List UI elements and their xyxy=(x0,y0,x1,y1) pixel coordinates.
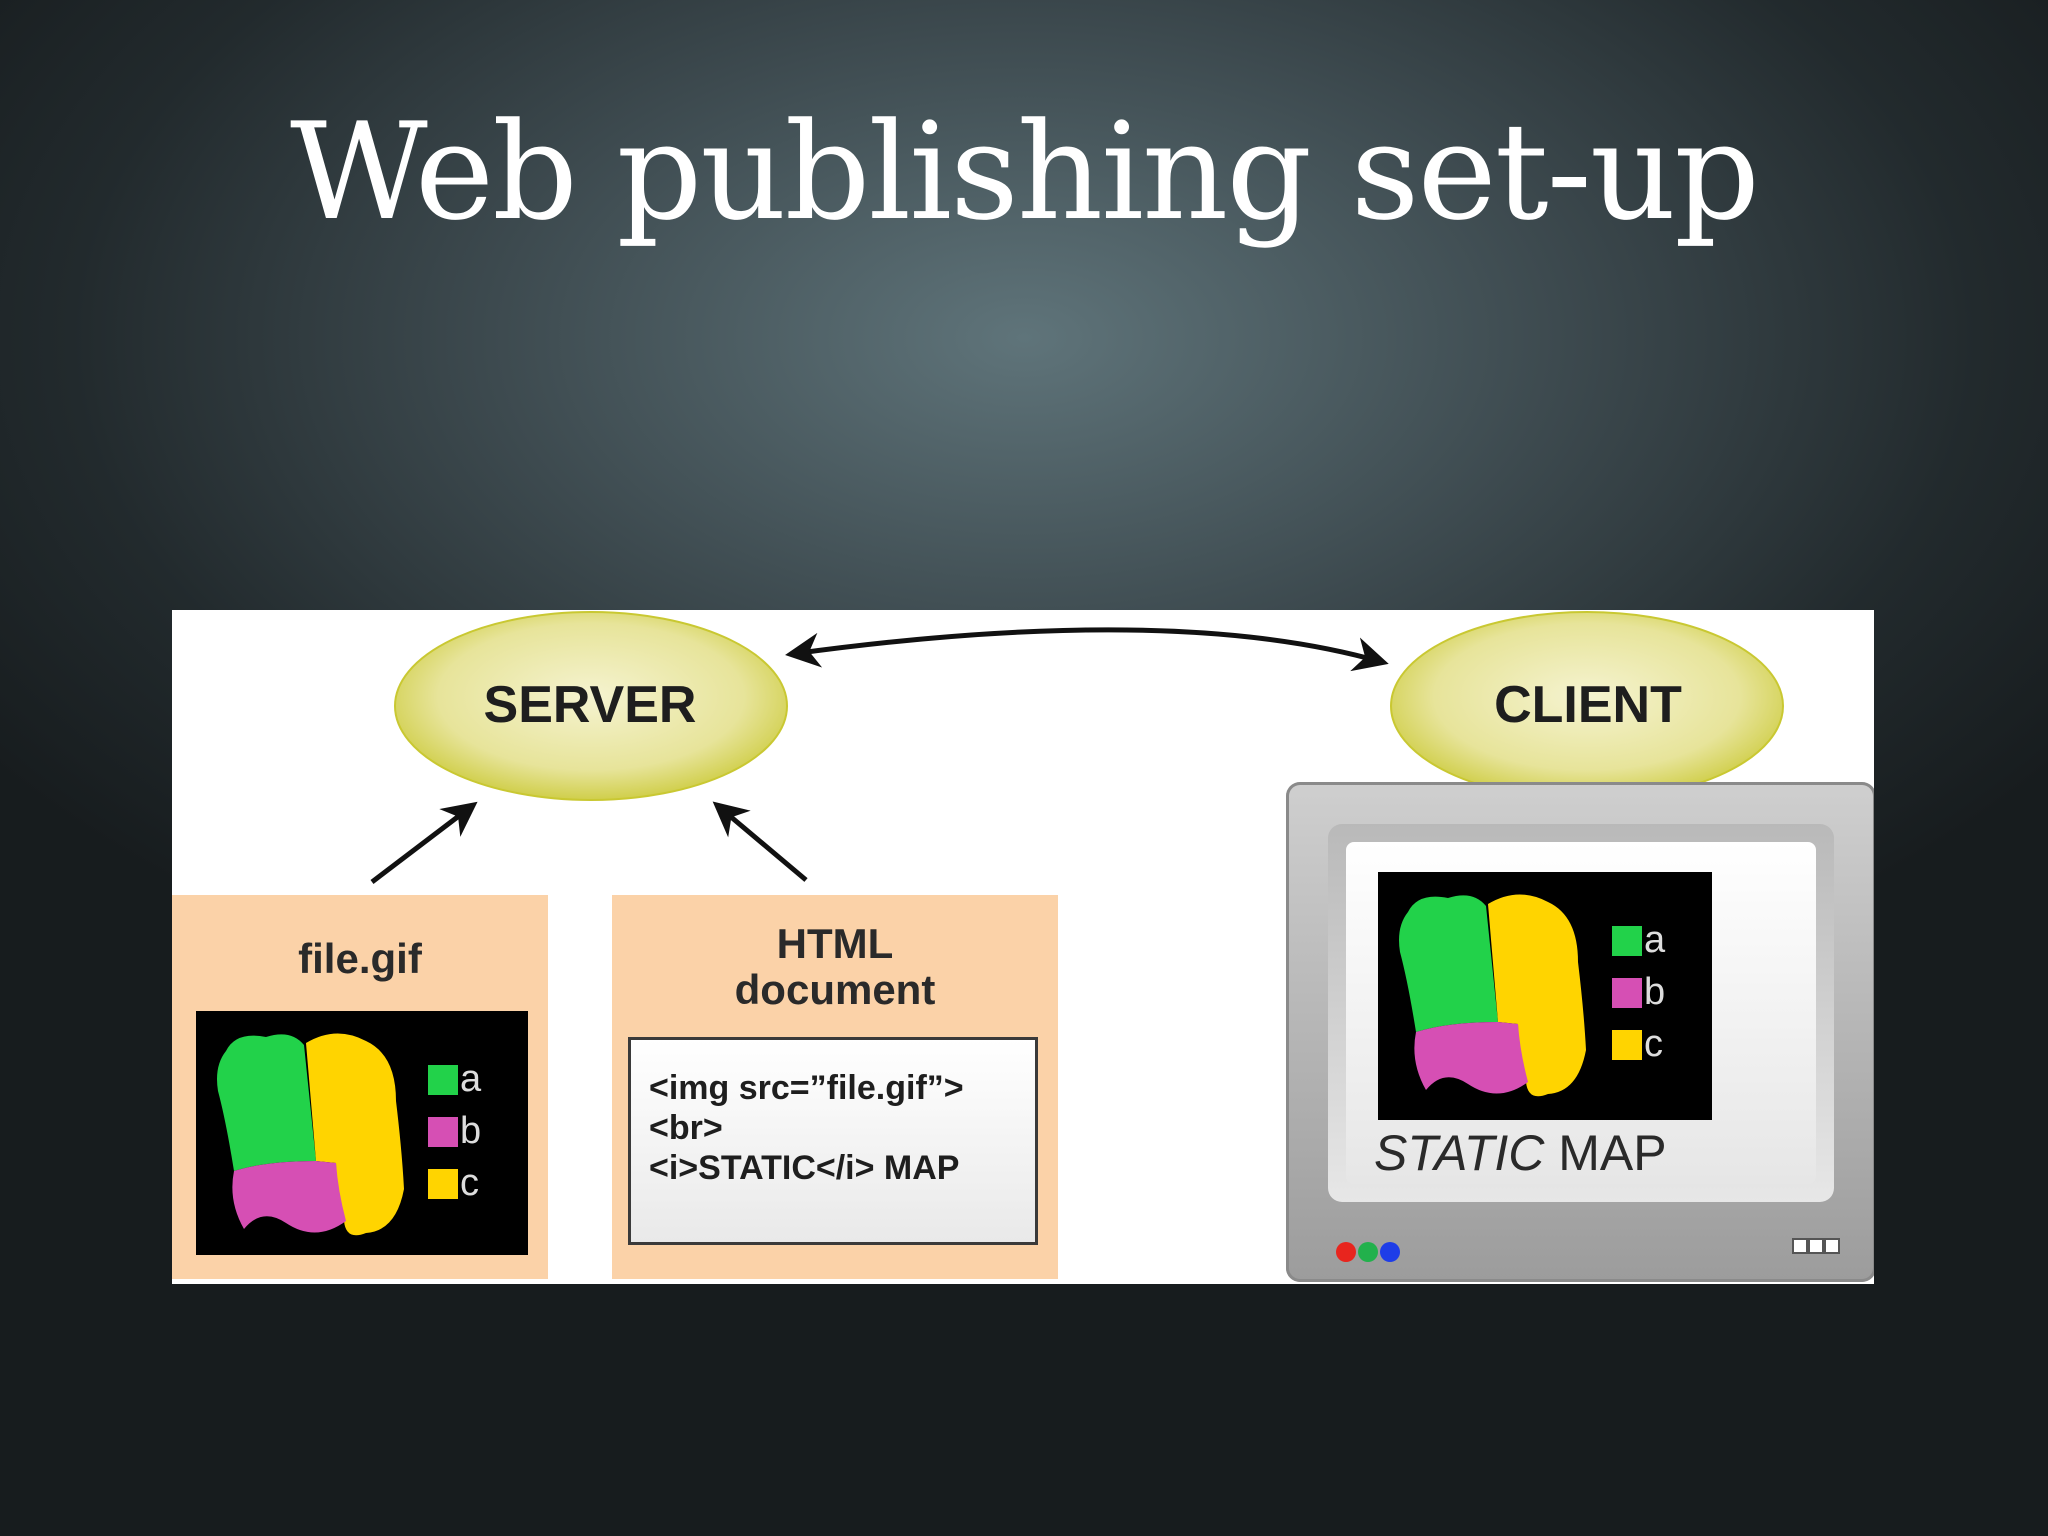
map-graphic: a b c xyxy=(1399,894,1666,1097)
html-code-box: <img src=”file.gif”> <br> <i>STATIC</i> … xyxy=(628,1037,1038,1245)
html-title-line1: HTML xyxy=(776,920,894,967)
slide-title: Web publishing set-up xyxy=(290,94,1760,250)
code-line-br: <br> xyxy=(649,1109,723,1147)
client-monitor: a b c STATIC MAP xyxy=(1286,782,1874,1282)
static-map-caption: STATIC MAP xyxy=(1374,1124,1667,1182)
legend-label-b: b xyxy=(460,1110,481,1152)
server-node xyxy=(394,611,788,801)
html-title-line2: document xyxy=(734,966,936,1013)
port-icon xyxy=(1824,1238,1840,1254)
file-to-server-arrow xyxy=(370,801,478,884)
diagram-connectors xyxy=(370,611,1784,884)
server-label: SERVER xyxy=(483,676,697,734)
code-line-static-map: <i>STATIC</i> MAP xyxy=(649,1149,960,1187)
server-client-arrow xyxy=(785,627,1389,672)
blue-led-icon xyxy=(1380,1242,1400,1262)
legend-label-c: c xyxy=(1644,1023,1663,1065)
monitor-screen: a b c STATIC MAP xyxy=(1346,842,1816,1184)
caption-rest: MAP xyxy=(1544,1125,1667,1181)
file-gif-title: file.gif xyxy=(298,935,422,982)
port-icon xyxy=(1792,1238,1808,1254)
caption-italic: STATIC xyxy=(1374,1125,1545,1181)
client-map: a b c xyxy=(1378,872,1712,1120)
file-gif-box: file.gif a b c xyxy=(172,895,548,1279)
legend-label-a: a xyxy=(460,1058,482,1100)
web-publishing-diagram: SERVER CLIENT file.gif a b c HTML docume… xyxy=(172,610,1874,1284)
html-document-title: HTML document xyxy=(612,921,1058,1013)
green-led-icon xyxy=(1358,1242,1378,1262)
port-icon xyxy=(1808,1238,1824,1254)
map-graphic: a b c xyxy=(217,1033,482,1236)
legend-label-a: a xyxy=(1644,919,1666,961)
html-document-box: HTML document <img src=”file.gif”> <br> … xyxy=(612,895,1058,1279)
code-line-img: <img src=”file.gif”> xyxy=(649,1069,964,1107)
legend-label-b: b xyxy=(1644,971,1665,1013)
red-led-icon xyxy=(1336,1242,1356,1262)
file-gif-map: a b c xyxy=(196,1011,528,1255)
legend-label-c: c xyxy=(460,1162,479,1204)
html-to-server-arrow xyxy=(712,801,808,882)
client-label: CLIENT xyxy=(1494,676,1682,734)
